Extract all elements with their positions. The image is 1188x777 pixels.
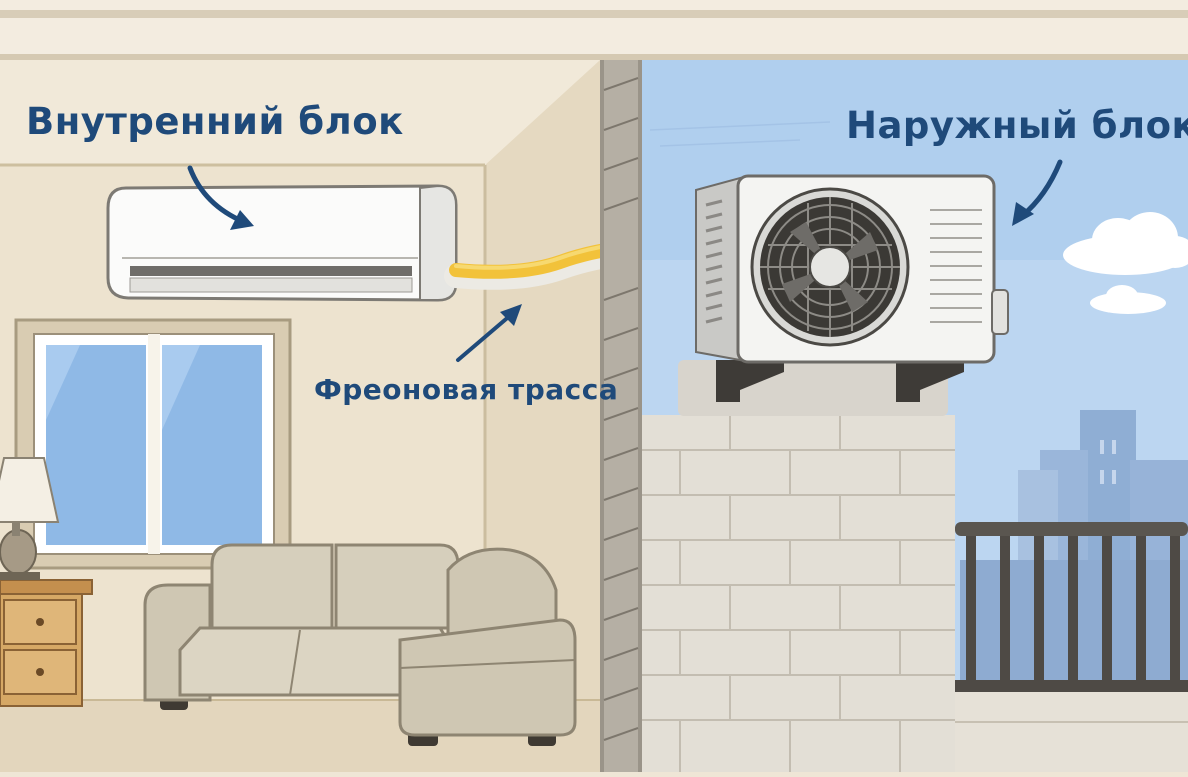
indoor-ac-unit (108, 186, 456, 300)
dresser (0, 580, 92, 706)
outdoor-unit-label: Наружный блок (846, 104, 1188, 147)
brick-wall (642, 360, 955, 772)
indoor-unit-label: Внутренний блок (26, 100, 404, 143)
window (16, 320, 290, 568)
fan-icon (752, 189, 908, 345)
refrigerant-line-label: Фреоновая трасса (314, 373, 618, 406)
wall-section (600, 60, 642, 772)
